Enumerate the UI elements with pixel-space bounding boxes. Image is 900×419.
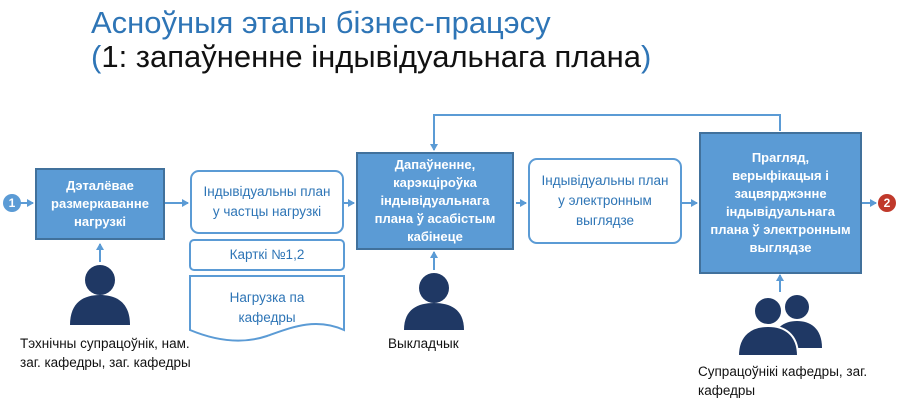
- actor-technical-staff: Тэхнічны супрацоўнік, нам. заг. кафедры,…: [20, 336, 191, 370]
- title-open-paren: (: [91, 39, 102, 74]
- title-line-2-text: 1: запаўненне індывідуальнага плана: [101, 39, 641, 74]
- artifact-cards: Карткі №1,2: [229, 247, 305, 262]
- artifact-plan-partial: Індывідуальны план у частцы нагрузкі: [190, 170, 344, 234]
- feedback-loop-arrow: [430, 114, 781, 151]
- actor-teacher: Выкладчык: [388, 336, 459, 351]
- actor-department-staff: Супрацоўнікі кафедры, заг. кафедры: [698, 364, 868, 398]
- artifact-plan-electronic: Індывідуальны план у электронным выглядз…: [528, 158, 682, 244]
- step-load-distribution: Дэталёвае размеркаванне нагрузкі: [35, 168, 165, 240]
- start-marker: 1: [3, 194, 21, 212]
- cards-box: [189, 239, 345, 271]
- title-line-1: Асноўныя этапы бізнес-працэсу: [91, 5, 551, 40]
- step-fill-in-plan: Дапаўненне, карэкціроўка індывідуальнага…: [356, 152, 514, 250]
- slide-title: Асноўныя этапы бізнес-працэсу (1: запаўн…: [91, 6, 891, 74]
- group-icon: [736, 295, 822, 357]
- step-review-approve: Прагляд, верыфікацыя і зацвярджэнне інды…: [699, 132, 862, 274]
- title-line-2: (1: запаўненне індывідуальнага плана): [91, 40, 891, 74]
- person-icon: [404, 273, 464, 330]
- load-document-shape: [189, 275, 345, 342]
- end-marker: 2: [878, 194, 896, 212]
- title-close-paren: ): [641, 39, 652, 74]
- person-icon: [70, 265, 130, 325]
- artifact-load-doc: Нагрузка па кафедры: [229, 290, 305, 325]
